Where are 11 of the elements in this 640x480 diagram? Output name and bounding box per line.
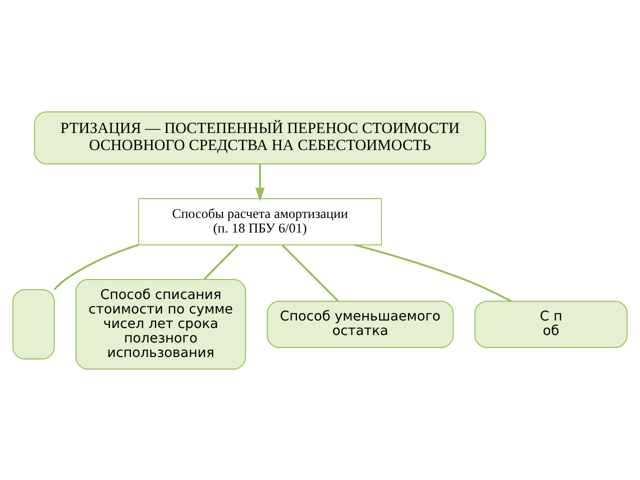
node-box bbox=[12, 288, 55, 359]
arrow bbox=[255, 164, 265, 201]
connector bbox=[204, 244, 239, 280]
node-box: РТИЗАЦИЯ — ПОСТЕПЕННЫЙ ПЕРЕНОС СТОИМОСТИ ОСНОВНОГО СРЕДСТВА НА СЕБЕСТОИМОСТЬ bbox=[34, 110, 486, 164]
node-box: Способ списания стоимости по сумме чисел лет срока полезного использования bbox=[75, 278, 246, 370]
node-box: С п об bbox=[474, 300, 628, 348]
node-box: Способ уменьшаемого остатка bbox=[266, 300, 454, 348]
node-box: Способы расчета амортизации (п. 18 ПБУ 6/01) bbox=[138, 198, 382, 245]
connector bbox=[354, 243, 512, 302]
connector bbox=[282, 244, 339, 302]
connector bbox=[54, 243, 139, 290]
